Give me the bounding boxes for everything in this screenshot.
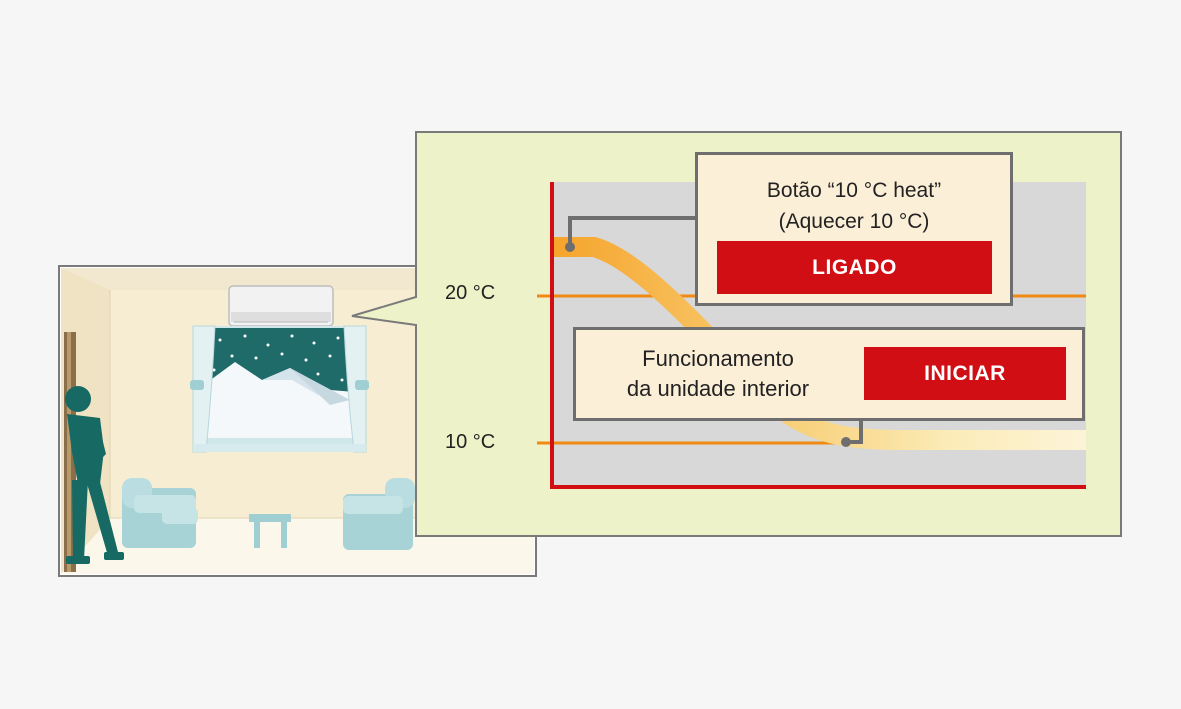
indoor-unit-title: Funcionamento da unidade interior (588, 344, 848, 404)
heat-button-title: Botão “10 °C heat” (Aquecer 10 °C) (698, 175, 1010, 237)
heat-button-title-line1: Botão “10 °C heat” (766, 179, 942, 202)
indoor-unit-callout: Funcionamento da unidade interior INICIA… (573, 327, 1085, 421)
axis-label-20c: 20 °C (445, 282, 496, 304)
heat-button-title-line2: (Aquecer 10 °C) (778, 210, 930, 233)
heat-button-callout: Botão “10 °C heat” (Aquecer 10 °C) LIGAD… (695, 152, 1013, 306)
indoor-unit-title-line2: da unidade interior (626, 376, 810, 401)
armchair-left-icon (122, 478, 198, 548)
indoor-unit-title-line1: Funcionamento (642, 346, 794, 371)
armchair-right-icon (343, 478, 415, 550)
axis-label-10c: 10 °C (445, 431, 496, 453)
window-icon (190, 325, 369, 453)
coffee-table-icon (249, 514, 291, 548)
air-conditioner-icon (228, 285, 334, 327)
person-icon (65, 386, 124, 564)
status-badge-start: INICIAR (864, 347, 1066, 400)
connector-heat (568, 216, 695, 246)
status-badge-on: LIGADO (717, 241, 992, 294)
